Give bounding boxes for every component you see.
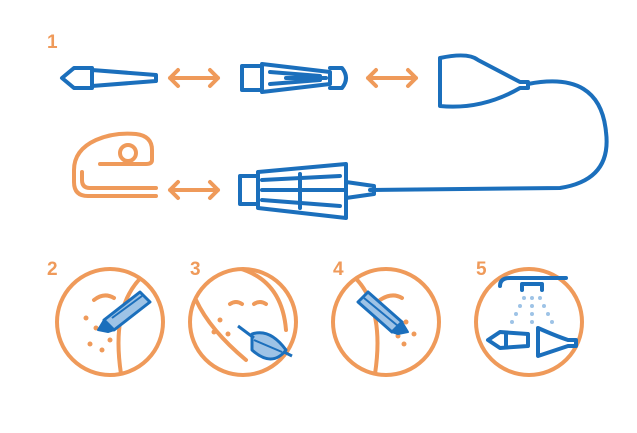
double-arrow-icon	[168, 180, 220, 200]
remove-nozzle-icon	[331, 267, 441, 377]
step-number-4: 4	[333, 259, 344, 280]
rinse-parts-icon	[474, 267, 584, 377]
step-number-3: 3	[190, 259, 201, 280]
insert-nozzle-icon	[55, 267, 165, 377]
nozzle-tip-icon	[60, 66, 158, 90]
double-arrow-icon	[366, 68, 418, 88]
step-number-5: 5	[476, 259, 487, 280]
cup-tube-icon	[368, 53, 609, 192]
double-arrow-icon	[168, 68, 220, 88]
step-number-1: 1	[47, 32, 58, 53]
aspirator-pump-icon	[72, 131, 158, 198]
suction-mouth-icon	[188, 267, 298, 377]
step-number-2: 2	[47, 259, 58, 280]
filter-chamber-icon	[240, 62, 348, 94]
mouthpiece-icon	[238, 162, 376, 220]
